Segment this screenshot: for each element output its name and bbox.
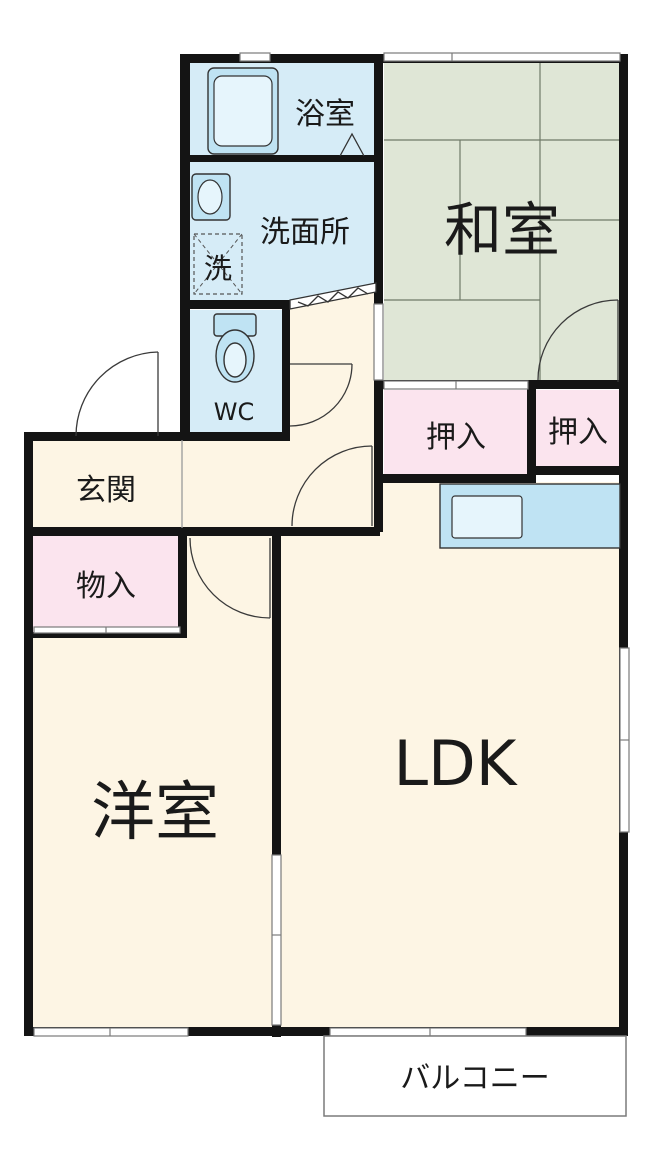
- hallway-floor: [290, 290, 376, 482]
- floor-fills: [30, 62, 620, 1028]
- storage-label: 物入: [76, 569, 136, 604]
- closet-2-floor: [536, 390, 620, 466]
- windows: [33, 52, 630, 1037]
- washer-label: 洗: [204, 252, 232, 285]
- closet-1-floor: [384, 390, 528, 474]
- fixtures: [191, 67, 621, 549]
- washroom-label: 洗面所: [260, 215, 350, 250]
- balcony-outline: [323, 1035, 627, 1117]
- ldk-floor: [280, 482, 620, 1028]
- ldk-label: LDK: [394, 727, 518, 800]
- entrance-label: 玄関: [76, 473, 136, 508]
- closet-2-label: 押入: [548, 415, 608, 450]
- shower-mark: [339, 132, 365, 157]
- door-swings: [75, 299, 619, 619]
- toilet-icon: [213, 313, 257, 383]
- bath-label: 浴室: [295, 97, 355, 132]
- japanese-room-floor: [384, 62, 620, 382]
- tatami-lines: [384, 62, 620, 382]
- kitchen-sink: [451, 495, 523, 539]
- storage-floor-top: [30, 536, 180, 632]
- entrance-floor: [30, 440, 182, 528]
- wc-label: WC: [214, 398, 255, 426]
- washer-space: [193, 233, 243, 295]
- balcony-label: バルコニー: [400, 1061, 549, 1096]
- japanese-room-label: 和室: [444, 196, 560, 264]
- folding-door: [289, 282, 377, 310]
- closet-1-label: 押入: [426, 420, 486, 455]
- room-labels: 浴室 洗面所 洗 WC 玄関 物入 押入 押入 和室 洋室 LDK バルコニー: [76, 97, 608, 1096]
- western-room-label: 洋室: [91, 776, 219, 850]
